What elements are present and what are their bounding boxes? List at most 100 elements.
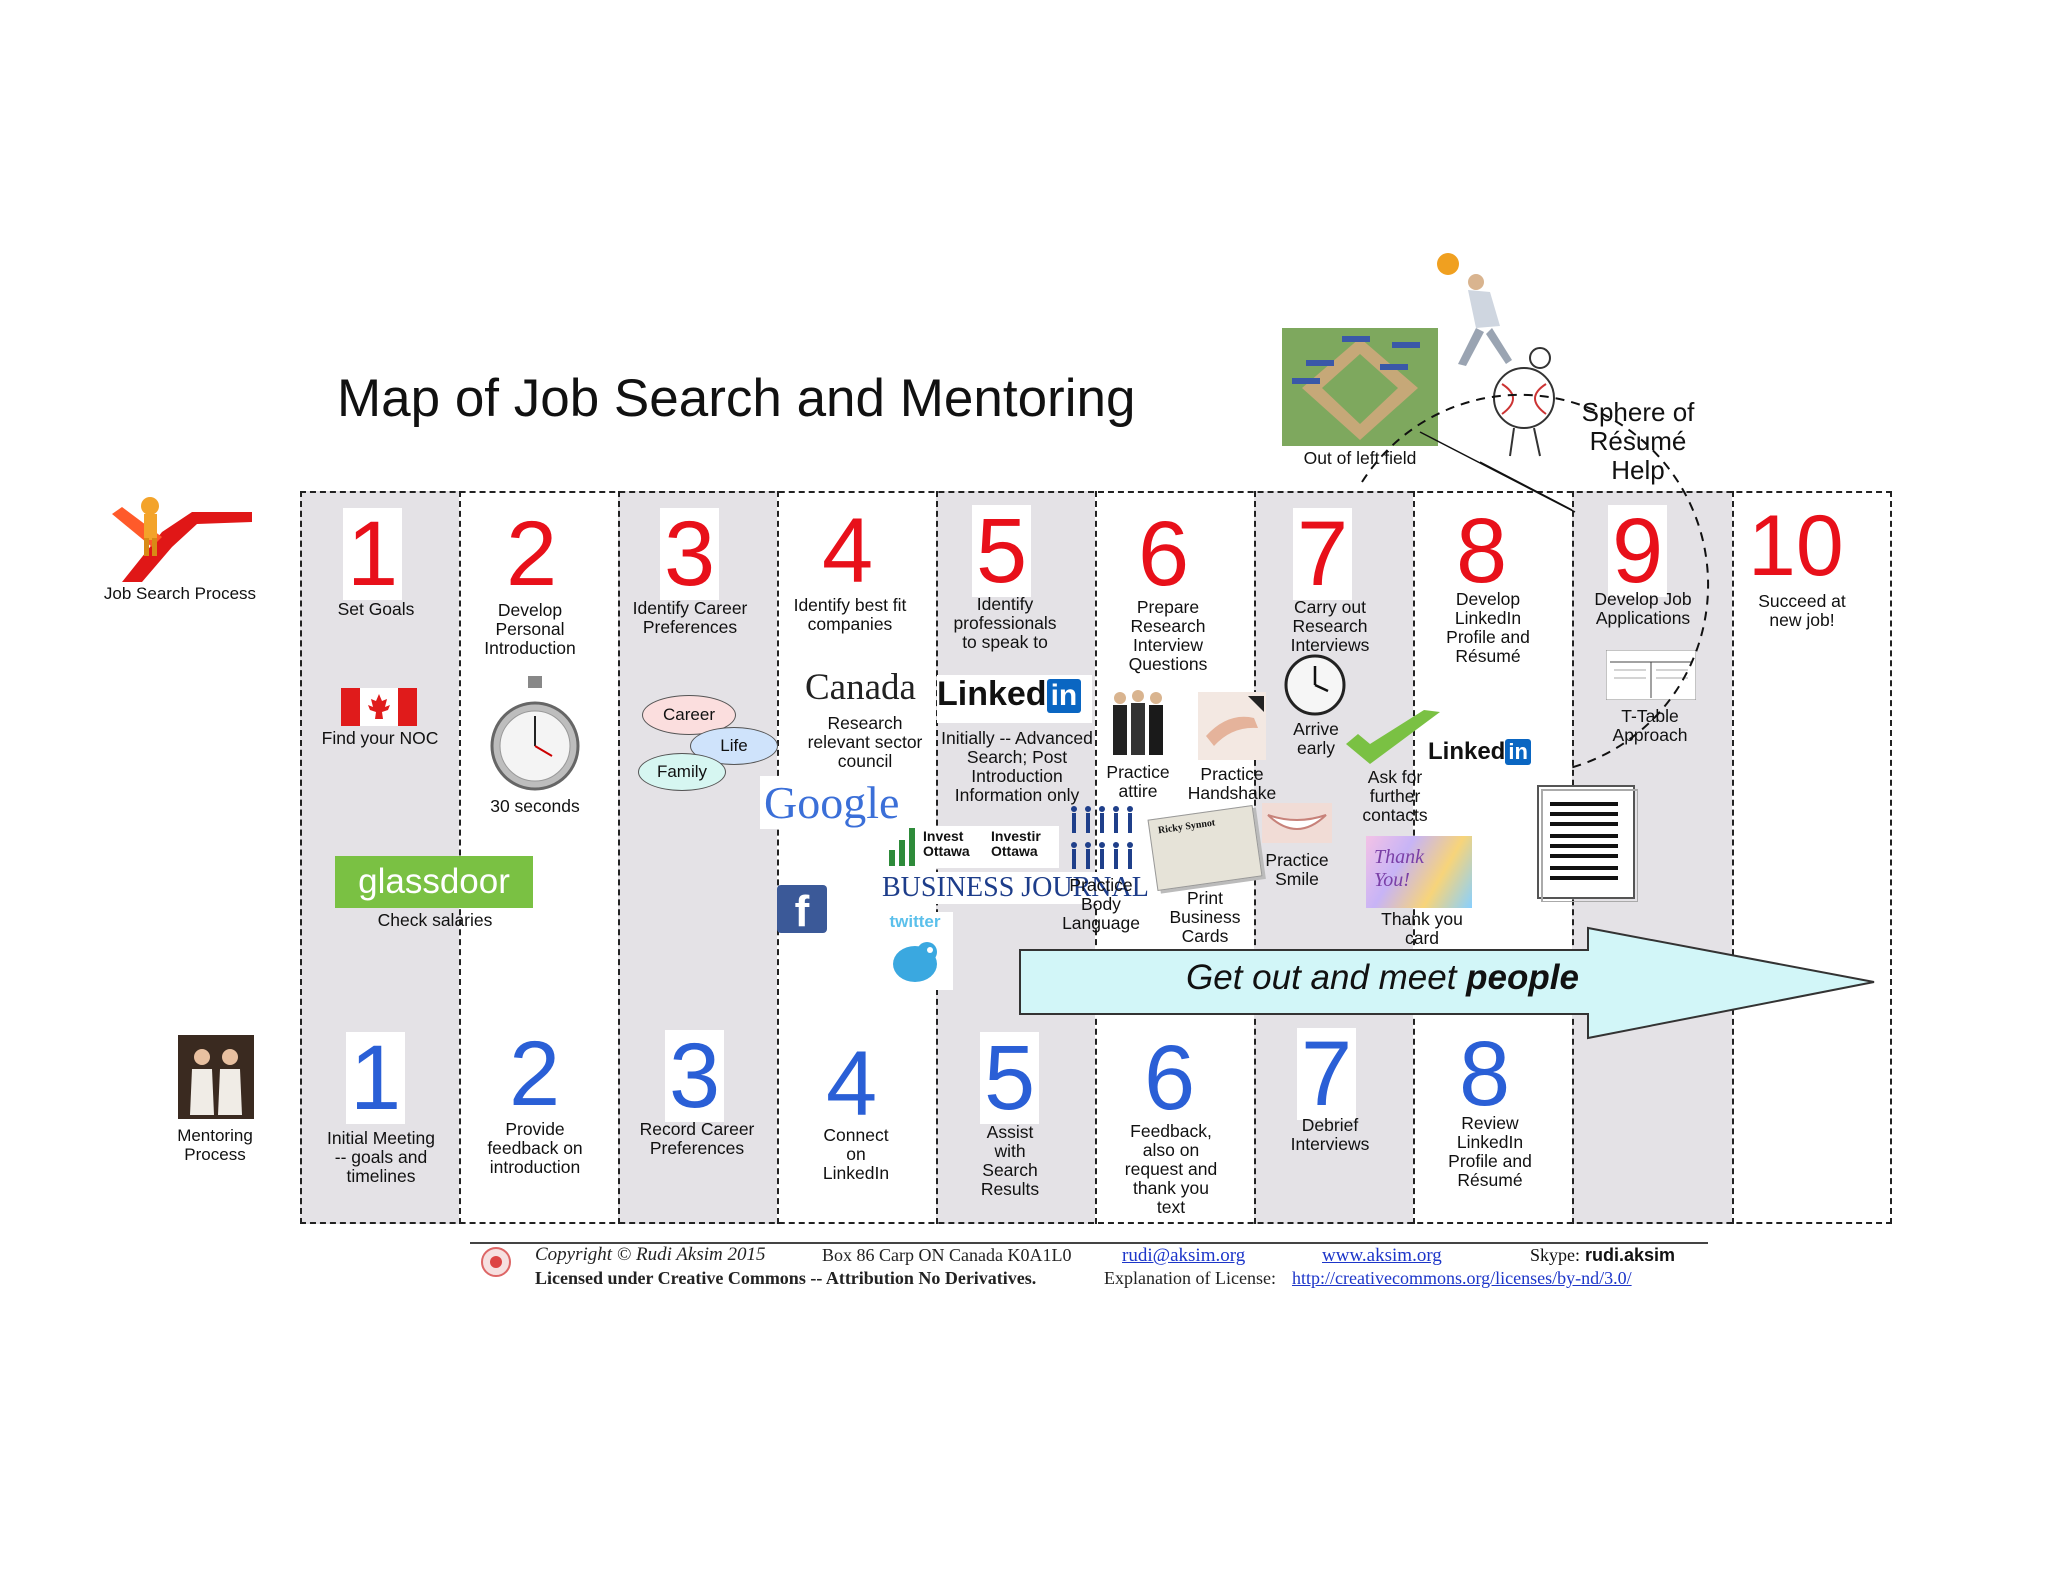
- invest-ottawa-bars-icon: [889, 828, 915, 866]
- mentors-photo-icon: [178, 1035, 254, 1119]
- business-journal-logo: BUSINESS JOURNAL: [882, 872, 1149, 904]
- practice-handshake-label: Practice Handshake: [1187, 764, 1277, 803]
- clock-icon: [1284, 654, 1346, 716]
- business-people-icon: [1113, 690, 1163, 755]
- mentor-step-7-label: Debrief Interviews: [1290, 1115, 1370, 1154]
- job-search-process-label: Job Search Process: [103, 584, 257, 603]
- search-step-3-label: Identify Career Preferences: [632, 598, 748, 637]
- canada-flag-icon: [341, 688, 417, 726]
- out-of-left-field-label: Out of left field: [1303, 448, 1417, 468]
- thank-you-card-text: Thank You!: [1374, 846, 1424, 891]
- arrow-slogan-bold: people: [1466, 958, 1579, 997]
- glassdoor-logo: glassdoor: [335, 856, 533, 908]
- t-table-label: T-Table Approach: [1612, 706, 1688, 745]
- facebook-icon: f: [777, 885, 827, 936]
- grid-frame: [300, 491, 1892, 1224]
- resume-document-icon: [1537, 785, 1638, 902]
- mentor-step-6-number: 6: [1140, 1032, 1200, 1124]
- mentor-step-7-number: 7: [1297, 1028, 1357, 1120]
- search-step-4-number: 4: [818, 505, 878, 597]
- mentor-step-4-label: Connect on LinkedIn: [822, 1125, 890, 1183]
- page-title: Map of Job Search and Mentoring: [337, 369, 1136, 428]
- mentor-step-2-number: 2: [505, 1028, 565, 1120]
- thirty-seconds-label: 30 seconds: [490, 796, 580, 816]
- search-step-4-label: Identify best fit companies: [793, 595, 907, 634]
- footer-copyright: Copyright © Rudi Aksim 2015: [535, 1244, 766, 1265]
- footer-license: Licensed under Creative Commons -- Attri…: [535, 1268, 1037, 1288]
- invest-ottawa-logo: Invest Ottawa Investir Ottawa: [887, 826, 1059, 868]
- ask-further-contacts-label: Ask for further contacts: [1362, 767, 1428, 825]
- search-step-2-number: 2: [502, 508, 562, 600]
- thank-you-card-label: Thank you card: [1381, 909, 1463, 948]
- t-table-icon: [1606, 650, 1696, 700]
- footer-skype-id: rudi.aksim: [1585, 1245, 1676, 1265]
- search-step-5-number: 5: [972, 505, 1032, 597]
- mentor-step-8-label: Review LinkedIn Profile and Résumé: [1448, 1113, 1532, 1190]
- family-bubble: Family: [638, 753, 726, 791]
- arrow-slogan: Get out and meet people: [1186, 958, 1579, 998]
- search-step-10-label: Succeed at new job!: [1758, 591, 1846, 630]
- google-logo: Google: [760, 776, 904, 829]
- footer-website-link[interactable]: www.aksim.org: [1322, 1245, 1442, 1266]
- print-business-cards-label: Print Business Cards: [1169, 888, 1241, 946]
- mentor-step-1-label: Initial Meeting -- goals and timelines: [327, 1128, 435, 1186]
- twitter-wordmark: twitter: [889, 912, 941, 931]
- search-step-8-number: 8: [1452, 505, 1512, 597]
- search-step-2-label: Develop Personal Introduction: [484, 600, 576, 658]
- search-step-9-number: 9: [1608, 505, 1668, 597]
- twitter-bird-icon: [893, 942, 937, 982]
- linkedin-note: Initially -- Advanced Search; Post Intro…: [941, 728, 1093, 805]
- mentor-step-4-number: 4: [822, 1038, 882, 1130]
- footer-license-explain: Explanation of License:: [1104, 1268, 1276, 1288]
- sphere-boundary: [1361, 393, 1710, 769]
- stopwatch-icon: [490, 676, 580, 791]
- mentor-step-3-number: 3: [665, 1030, 725, 1122]
- mentor-step-1-number: 1: [346, 1032, 406, 1124]
- search-step-3-number: 3: [660, 508, 720, 600]
- body-language-icon: [1071, 806, 1133, 869]
- find-noc-label: Find your NOC: [321, 728, 439, 748]
- search-step-10-number: 10: [1744, 503, 1848, 589]
- search-step-1-number: 1: [343, 508, 403, 600]
- check-salaries-label: Check salaries: [377, 910, 493, 930]
- author-logo-icon: [481, 1247, 511, 1277]
- practice-attire-label: Practice attire: [1106, 762, 1170, 801]
- footer-address: Box 86 Carp ON Canada K0A1L0: [822, 1245, 1072, 1265]
- column-4: [777, 491, 936, 1224]
- pitcher-icon: [1437, 253, 1512, 366]
- footer-license-link[interactable]: http://creativecommons.org/licenses/by-n…: [1292, 1268, 1632, 1288]
- column-10: [1732, 491, 1892, 1224]
- baseball-field-icon: [1282, 328, 1438, 446]
- canada-wordmark: Canada: [805, 667, 916, 708]
- mentor-step-8-number: 8: [1455, 1028, 1515, 1120]
- search-step-7-number: 7: [1293, 508, 1353, 600]
- practice-smile-label: Practice Smile: [1265, 850, 1329, 889]
- search-step-7-label: Carry out Research Interviews: [1290, 597, 1370, 655]
- get-out-arrow: [1019, 926, 1875, 1040]
- mentor-step-3-label: Record Career Preferences: [639, 1119, 755, 1158]
- sphere-of-resume-help-label: Sphere of Résumé Help: [1581, 397, 1695, 485]
- practice-body-language-label: Practice Body Language: [1062, 875, 1140, 933]
- footer: [470, 1242, 1708, 1244]
- sector-council-label: Research relevant sector council: [807, 713, 923, 771]
- search-step-8-label: Develop LinkedIn Profile and Résumé: [1446, 589, 1530, 666]
- twitter-logo: twitter: [877, 912, 953, 990]
- thank-you-card-image: Thank You!: [1366, 836, 1472, 908]
- mentor-step-5-number: 5: [980, 1032, 1040, 1124]
- search-step-9-label: Develop Job Applications: [1594, 589, 1692, 628]
- investir-ottawa-text: Investir Ottawa: [991, 828, 1041, 859]
- mentoring-process-label: Mentoring Process: [177, 1126, 253, 1164]
- footer-email-link[interactable]: rudi@aksim.org: [1122, 1245, 1246, 1266]
- mentor-step-6-label: Feedback, also on request and thank you …: [1124, 1121, 1218, 1217]
- arrow-slogan-plain: Get out and meet: [1186, 958, 1467, 997]
- baseball-character-icon: [1493, 347, 1555, 457]
- column-6: [1095, 491, 1254, 1224]
- footer-skype-label: Skype:: [1530, 1245, 1581, 1265]
- invest-ottawa-text: Invest Ottawa: [923, 828, 970, 859]
- arrive-early-label: Arrive early: [1293, 719, 1339, 758]
- search-step-5-label: Identify professionals to speak to: [953, 594, 1057, 652]
- search-step-6-label: Prepare Research Interview Questions: [1128, 597, 1208, 674]
- smile-icon: [1262, 803, 1332, 843]
